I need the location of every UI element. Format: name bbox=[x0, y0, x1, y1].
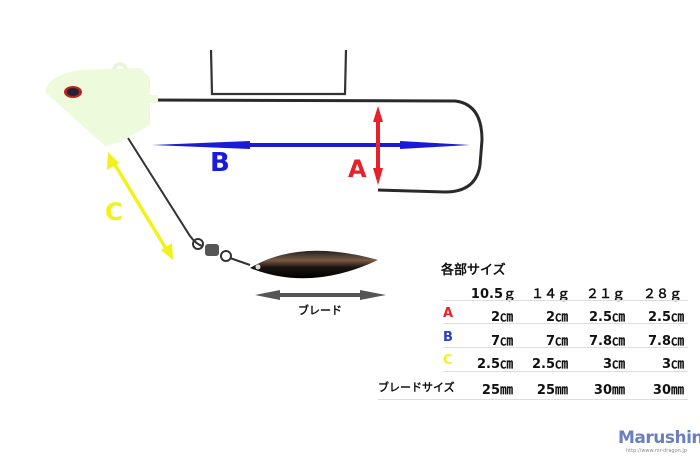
cell: 3㎝ bbox=[661, 357, 684, 372]
cell: 25㎜ bbox=[481, 383, 513, 398]
swivel bbox=[205, 244, 219, 256]
cell: 25㎜ bbox=[536, 383, 568, 398]
cell: 2.5㎝ bbox=[531, 357, 568, 372]
head-collar bbox=[145, 95, 158, 103]
cell: 2.5㎝ bbox=[476, 357, 513, 372]
row-label: B bbox=[443, 330, 453, 345]
column-header: １４ｇ bbox=[530, 287, 570, 302]
cell: 30㎜ bbox=[652, 383, 684, 398]
cell: 2㎝ bbox=[490, 310, 513, 325]
label-a: A bbox=[348, 155, 367, 183]
divider bbox=[443, 371, 688, 372]
cell: 7.8㎝ bbox=[647, 334, 684, 349]
blade-label: ブレード bbox=[298, 304, 342, 317]
dimension-b-arrow bbox=[152, 141, 470, 149]
column-header: ２８ｇ bbox=[642, 287, 682, 302]
row-label: C bbox=[443, 353, 453, 368]
label-b: B bbox=[210, 148, 230, 178]
divider bbox=[378, 399, 688, 400]
cell: 2.5㎝ bbox=[647, 310, 684, 325]
cell: 2.5㎝ bbox=[588, 310, 625, 325]
dimension-c-arrow bbox=[107, 152, 173, 260]
cell: 30㎜ bbox=[593, 383, 625, 398]
spinner-arm bbox=[127, 137, 203, 247]
swivel-ring bbox=[192, 238, 204, 250]
divider bbox=[443, 347, 688, 348]
willow-blade bbox=[250, 250, 378, 279]
cell: 7㎝ bbox=[545, 334, 568, 349]
row-label: A bbox=[443, 306, 454, 321]
column-header: ２１ｇ bbox=[585, 287, 625, 302]
column-header: 10.5ｇ bbox=[470, 287, 516, 302]
divider bbox=[443, 300, 688, 301]
jig-head bbox=[45, 68, 150, 146]
hook bbox=[144, 98, 484, 194]
row-label: ブレードサイズ bbox=[378, 381, 455, 394]
cell: 2㎝ bbox=[545, 310, 568, 325]
blade-length-arrow bbox=[255, 290, 386, 300]
divider bbox=[443, 323, 688, 324]
label-c: C bbox=[105, 198, 123, 226]
cell: 3㎝ bbox=[602, 357, 625, 372]
dimension-a-arrow bbox=[373, 106, 383, 185]
cell: 7㎝ bbox=[490, 334, 513, 349]
cell: 7.8㎝ bbox=[588, 334, 625, 349]
table-title: 各部サイズ bbox=[441, 263, 506, 278]
weed-guard bbox=[209, 49, 348, 96]
